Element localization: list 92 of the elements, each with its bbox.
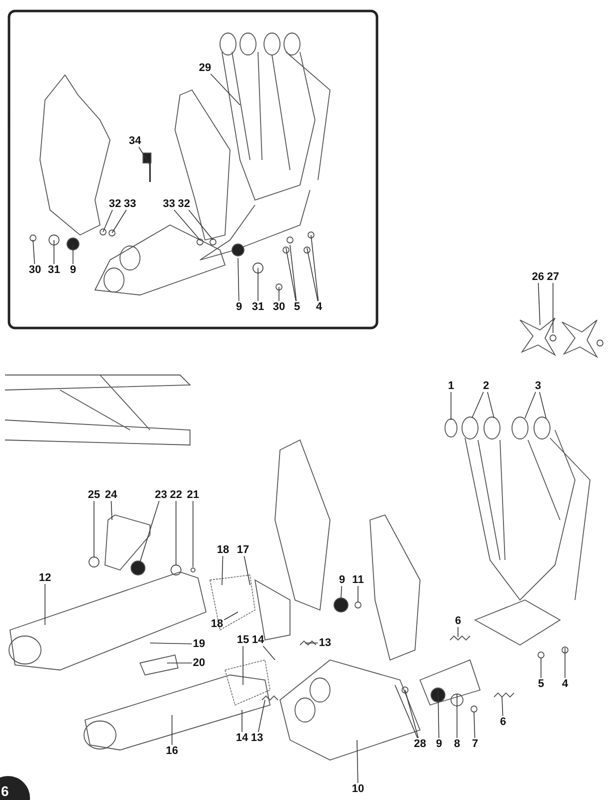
- callout-number: 18: [210, 618, 224, 630]
- callout-number: 7: [470, 738, 480, 750]
- callout-number: 14: [234, 732, 250, 744]
- callout-number: 6: [498, 716, 508, 728]
- callout-number: 5: [292, 301, 302, 313]
- callout-number: 28: [412, 738, 428, 750]
- leader-line: [474, 712, 476, 738]
- leader-line: [72, 244, 74, 264]
- callout-number: 9: [434, 738, 444, 750]
- callout-number: 9: [234, 301, 244, 313]
- leader-line: [304, 642, 318, 644]
- leader-line: [258, 700, 266, 732]
- callout-number: 18: [216, 544, 230, 556]
- leader-line: [278, 286, 280, 302]
- callout-number: 10: [350, 783, 366, 795]
- leader-line: [438, 688, 440, 738]
- leader-line: [540, 658, 542, 678]
- callout-number: 12: [38, 572, 52, 584]
- leader-line: [166, 662, 192, 664]
- leader-line: [140, 500, 160, 562]
- callout-number: 30: [28, 264, 42, 276]
- callout-number: 33: [122, 198, 138, 210]
- leader-line: [394, 684, 418, 738]
- leader-line: [44, 584, 46, 626]
- callout-number: 19: [192, 638, 206, 650]
- callout-number: 4: [560, 678, 570, 690]
- leader-line: [242, 646, 244, 686]
- callout-number: 32: [108, 198, 122, 210]
- leader-line: [192, 500, 194, 568]
- leader-line: [310, 234, 319, 302]
- callout-number: 26: [530, 271, 546, 283]
- leader-line: [210, 74, 240, 106]
- callout-number: 31: [250, 301, 266, 313]
- callout-number: 32: [176, 198, 192, 210]
- callout-number: 34: [128, 135, 142, 147]
- leader-line: [188, 210, 214, 240]
- callout-number: 17: [236, 544, 250, 556]
- callout-number: 21: [186, 489, 200, 501]
- leader-line: [174, 210, 200, 240]
- callout-number: 23: [154, 489, 168, 501]
- leader-line: [306, 248, 318, 302]
- leader-line: [244, 556, 250, 586]
- callout-number: 4: [314, 301, 324, 313]
- callout-number: 16: [164, 745, 180, 757]
- leader-line: [238, 258, 240, 302]
- leader-line: [222, 556, 224, 586]
- callout-number: 2: [482, 380, 490, 392]
- callout-number: 20: [192, 657, 206, 669]
- callout-number: 30: [272, 301, 286, 313]
- leader-line: [138, 146, 150, 166]
- callout-number: 11: [351, 574, 365, 586]
- leader-line: [564, 648, 566, 678]
- leader-line: [539, 392, 546, 418]
- leader-line: [450, 392, 452, 420]
- callout-number: 29: [198, 62, 212, 74]
- callout-number: 8: [452, 738, 462, 750]
- leader-line: [262, 646, 276, 660]
- callout-number: 24: [104, 489, 118, 501]
- callout-number: 9: [338, 574, 346, 586]
- callout-number: 25: [86, 489, 102, 501]
- leader-line: [340, 586, 342, 598]
- callout-number: 22: [168, 489, 184, 501]
- callout-number: 3: [534, 380, 542, 392]
- leader-line: [502, 696, 504, 716]
- page-number: 6: [1, 783, 9, 799]
- callout-number: 31: [46, 264, 62, 276]
- leader-line: [290, 244, 297, 302]
- leader-line: [102, 210, 113, 232]
- callout-number: 13: [318, 637, 332, 649]
- callout-number: 5: [536, 678, 546, 690]
- leader-line: [552, 282, 554, 334]
- leader-line: [32, 240, 35, 264]
- callout-number: 6: [454, 615, 462, 627]
- leader-line: [404, 690, 419, 738]
- leader-line: [524, 392, 536, 418]
- leader-line: [110, 500, 112, 520]
- leader-line: [224, 612, 238, 620]
- callout-number: 1: [446, 380, 456, 392]
- callout-number: 33: [162, 198, 176, 210]
- callout-number: 13: [250, 732, 264, 744]
- callout-number: 9: [68, 264, 78, 276]
- leader-line: [456, 694, 458, 738]
- leader-line: [472, 392, 484, 418]
- leader-line: [150, 642, 192, 644]
- leader-line: [286, 248, 296, 302]
- callout-number: 27: [546, 271, 560, 283]
- callout-number: 14: [250, 634, 266, 646]
- leader-line: [487, 392, 494, 418]
- leader-line: [356, 740, 358, 784]
- leader-line: [112, 210, 127, 234]
- leader-line: [538, 282, 540, 326]
- callout-number: 15: [236, 634, 250, 646]
